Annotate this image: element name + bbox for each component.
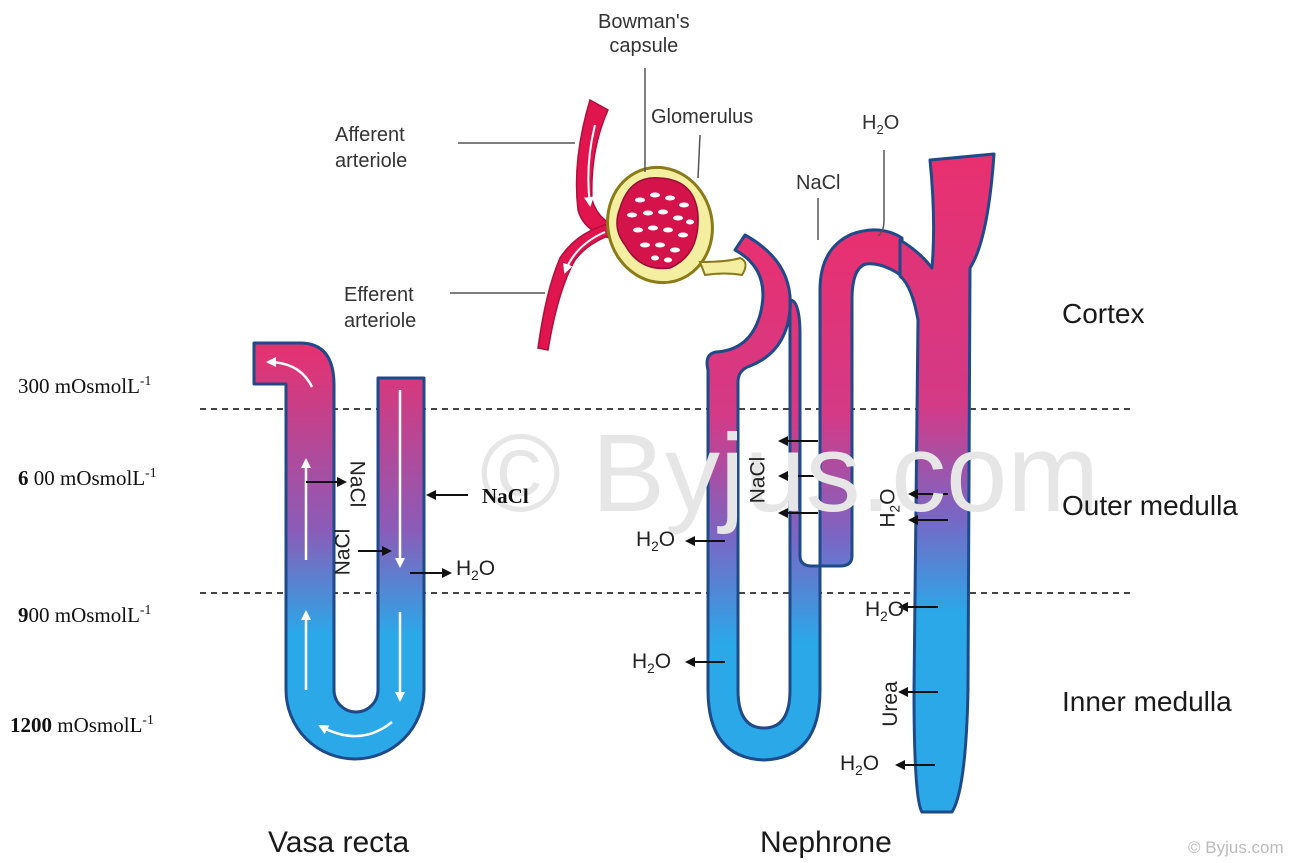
duct-h2o-label-2: H2O — [840, 752, 879, 778]
afferent-arteriole-label: Afferent arteriole — [335, 122, 407, 174]
h2o-top-label: H2O — [862, 112, 899, 137]
nephron-h2o-label-2: H2O — [632, 650, 671, 676]
duct-h2o-rotated: H2O — [876, 489, 902, 528]
nacl-top-label: NaCl — [796, 172, 840, 195]
osmolarity-300-label: 300 mOsmolL-1 — [18, 373, 151, 399]
vasa-recta-title: Vasa recta — [268, 826, 409, 860]
vasa-nacl-rotated-2: NaCl — [331, 529, 355, 576]
proximal-flow-arrow — [742, 282, 751, 325]
zone-inner-medulla-label: Inner medulla — [1062, 686, 1232, 718]
zone-outer-medulla-label: Outer medulla — [1062, 490, 1238, 522]
vasa-nacl-outside-label: NaCl — [482, 484, 529, 509]
duct-urea-rotated: Urea — [879, 681, 903, 727]
watermark: © Byjus.com — [480, 410, 1099, 537]
osmolarity-600-label: 6 00 mOsmolL-1 — [18, 465, 157, 491]
bowmans-capsule-label: Bowman's capsule — [598, 10, 690, 58]
efferent-arteriole-label: Efferent arteriole — [344, 282, 416, 334]
vasa-h2o-label: H2O — [456, 557, 495, 583]
nephron-nacl-rotated: NaCl — [746, 457, 770, 504]
efferent-arteriole — [538, 222, 620, 350]
duct-h2o-label-1: H2O — [865, 598, 904, 624]
zone-cortex-label: Cortex — [1062, 298, 1144, 330]
glomerulus-label: Glomerulus — [651, 106, 753, 129]
vasa-nacl-rotated-1: NaCl — [344, 461, 368, 508]
osmolarity-900-label: 900 mOsmolL-1 — [18, 602, 151, 628]
credit-text: © Byjus.com — [1188, 838, 1284, 858]
osmolarity-1200-label: 1200 mOsmolL-1 — [10, 712, 154, 738]
nephrone-title: Nephrone — [760, 826, 892, 860]
nephron-h2o-label-1: H2O — [636, 528, 675, 554]
